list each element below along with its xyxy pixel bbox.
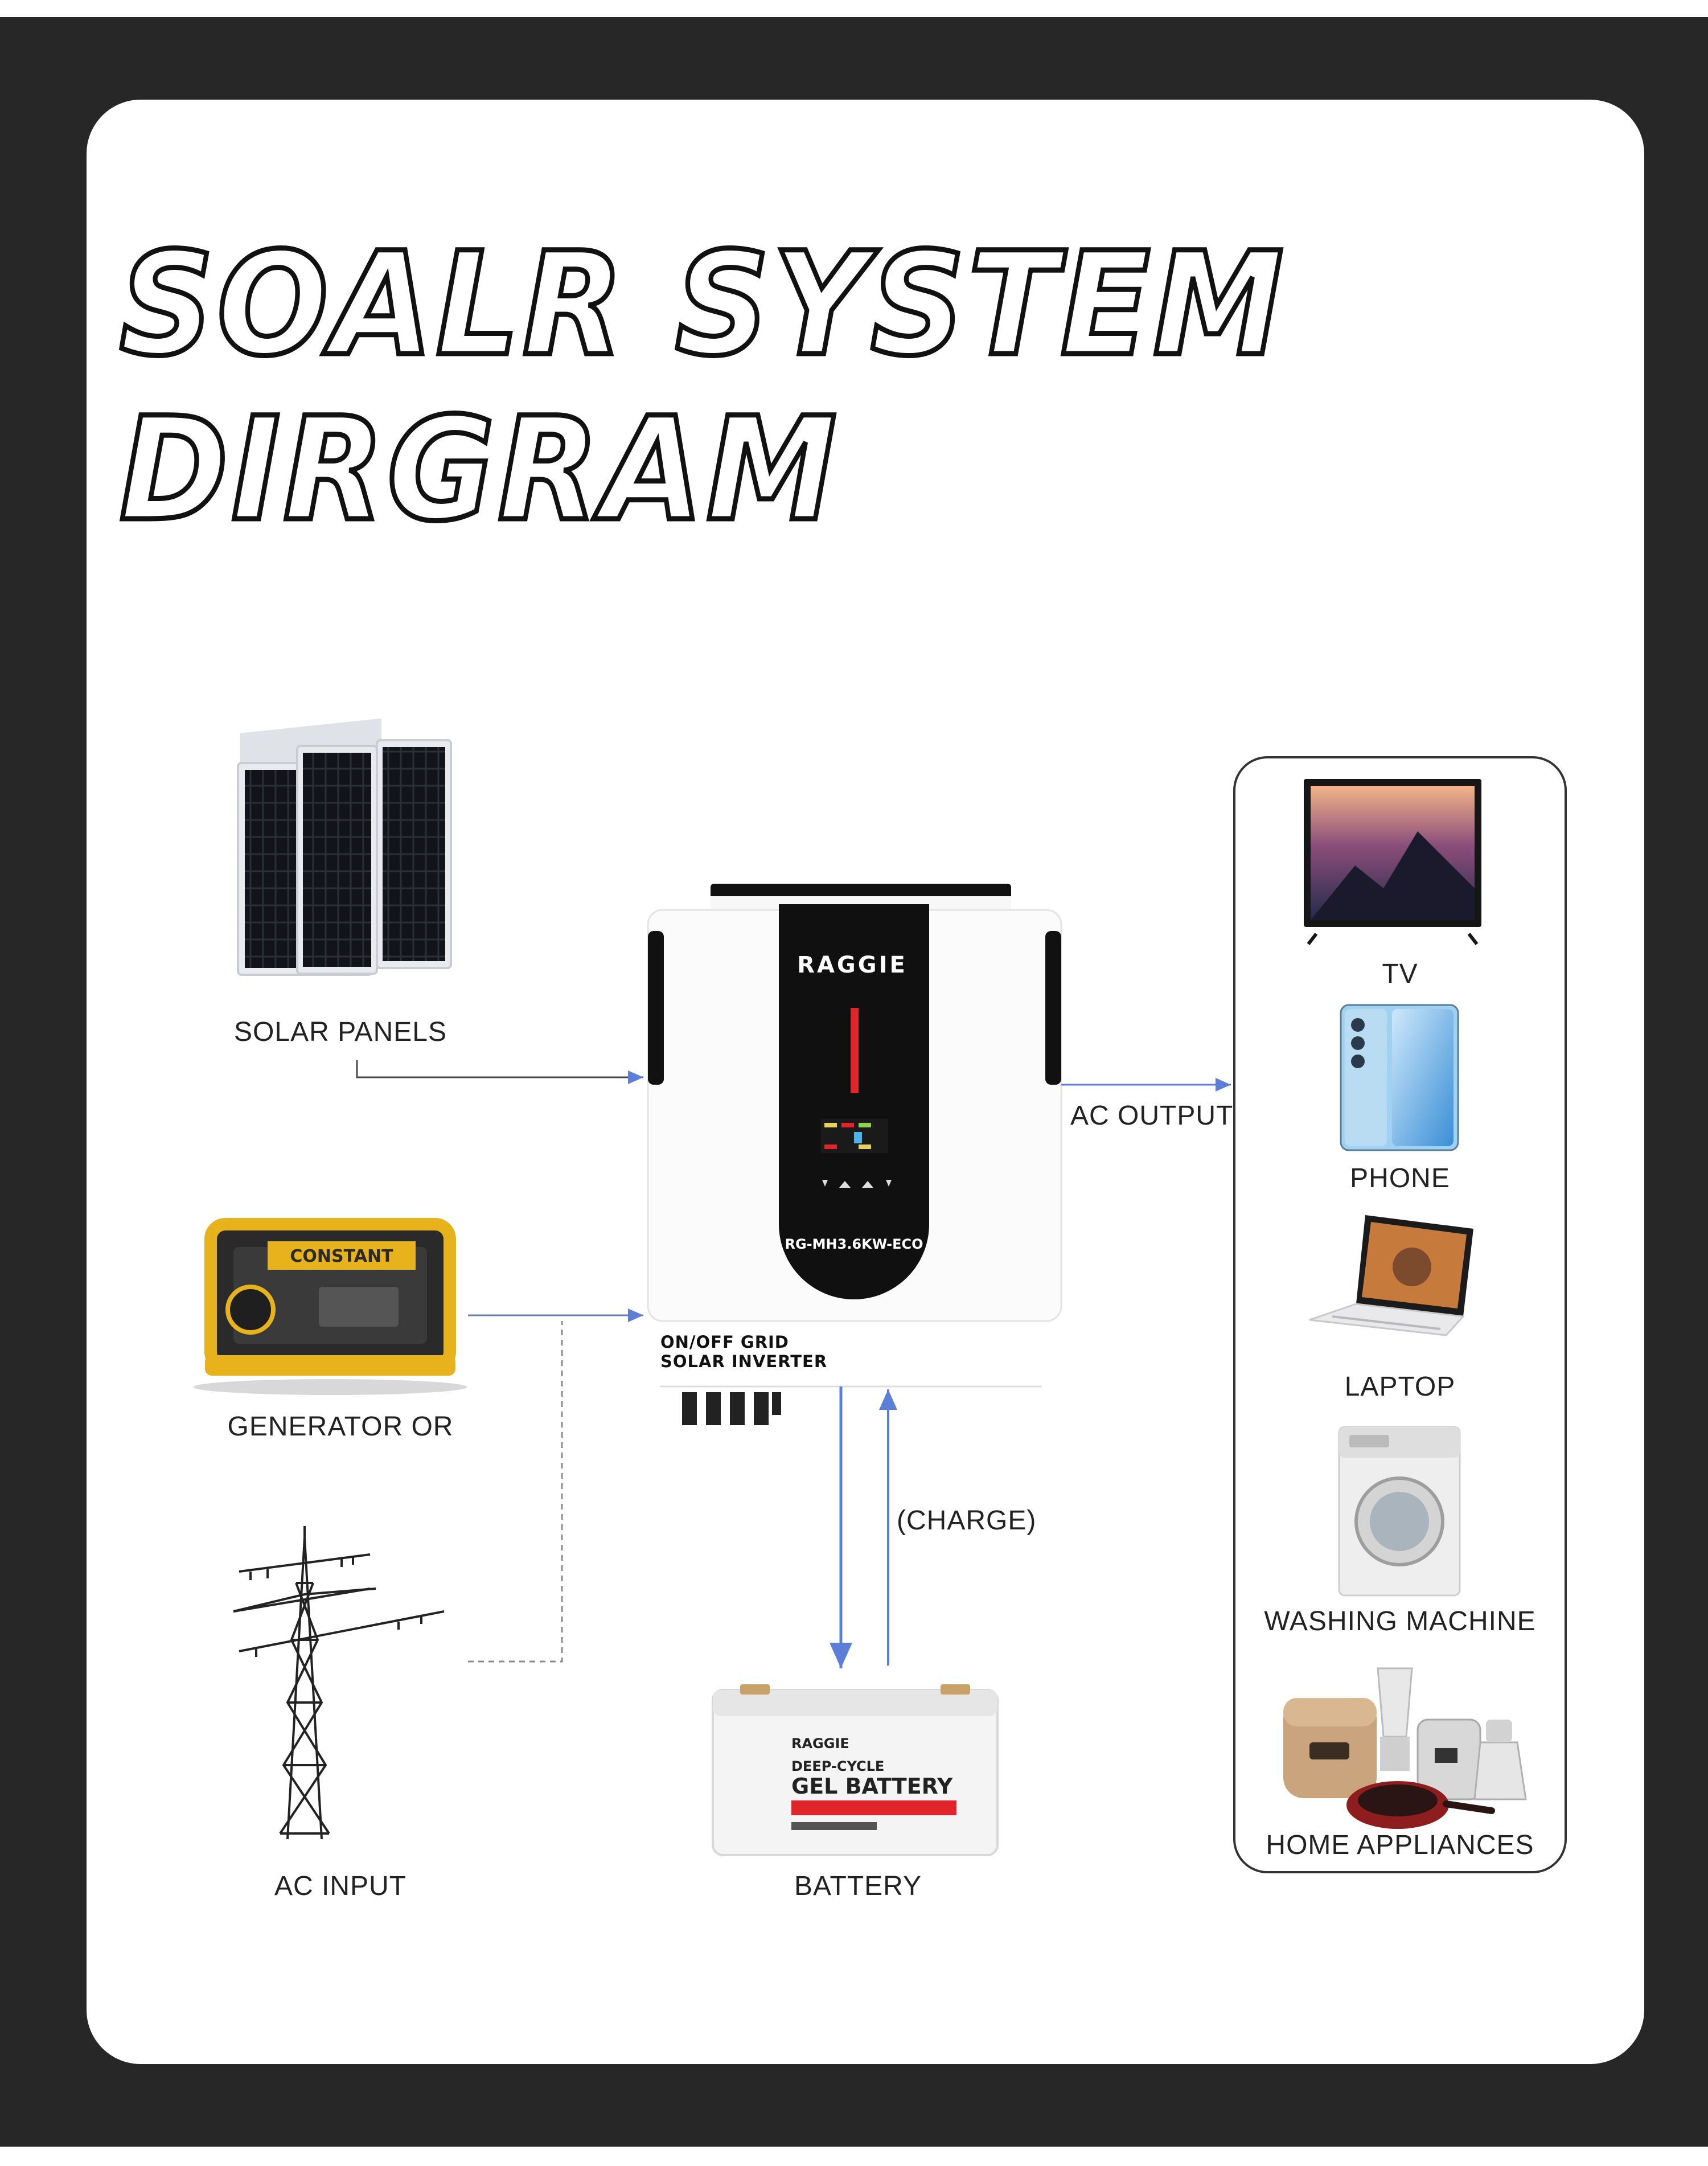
power-tower-icon bbox=[233, 1526, 445, 1840]
inverter-model: RG-MH3.6KW-ECO bbox=[785, 1236, 923, 1252]
inverter-status-bar bbox=[851, 1008, 859, 1093]
phone-label: PHONE bbox=[1350, 1163, 1450, 1193]
battery-label: BATTERY bbox=[794, 1871, 922, 1901]
ac-output-label: AC OUTPUT bbox=[1070, 1101, 1234, 1131]
solar-panels-icon bbox=[237, 718, 452, 976]
connections bbox=[356, 1060, 1231, 1668]
title-line-1: SOALR SYSTEM bbox=[117, 219, 1287, 389]
battery-line-2: GEL BATTERY bbox=[791, 1774, 953, 1799]
title-line-2: DIRGRAM bbox=[117, 384, 840, 555]
ac-input-dashed-line bbox=[468, 1321, 563, 1663]
washing-machine-icon bbox=[1338, 1426, 1461, 1597]
page-title: SOALR SYSTEM DIRGRAM bbox=[117, 219, 1287, 555]
generator-brand-text: CONSTANT bbox=[290, 1246, 393, 1266]
home-appliances-label: HOME APPLIANCES bbox=[1266, 1830, 1534, 1860]
charge-label: (CHARGE) bbox=[897, 1505, 1037, 1536]
phone-icon bbox=[1340, 1004, 1459, 1151]
inverter-caption-line-2: SOLAR INVERTER bbox=[660, 1352, 828, 1371]
top-strip bbox=[0, 0, 1708, 17]
inverter-connectors bbox=[682, 1392, 781, 1425]
inverter-brand: RAGGIE bbox=[797, 952, 908, 978]
generator-label: GENERATOR OR bbox=[227, 1412, 454, 1442]
laptop-label: LAPTOP bbox=[1344, 1372, 1456, 1402]
generator-icon: CONSTANT bbox=[194, 1218, 467, 1395]
washing-machine-label: WASHING MACHINE bbox=[1264, 1606, 1536, 1636]
tv-label: TV bbox=[1382, 959, 1418, 989]
battery-icon: RAGGIE DEEP-CYCLE GEL BATTERY bbox=[712, 1684, 999, 1856]
solar-to-inverter-arrow bbox=[356, 1060, 643, 1084]
ac-input-label: AC INPUT bbox=[274, 1871, 407, 1901]
battery-line-1: DEEP-CYCLE bbox=[791, 1758, 884, 1774]
inverter-icon: RAGGIE RG-MH3.6KW-ECO bbox=[647, 884, 1062, 1425]
laptop-icon bbox=[1309, 1215, 1473, 1336]
battery-brand: RAGGIE bbox=[791, 1736, 849, 1751]
bottom-strip bbox=[0, 2147, 1708, 2166]
output-devices-box bbox=[1233, 756, 1567, 1873]
tv-icon bbox=[1304, 779, 1481, 945]
solar-panels-label: SOLAR PANELS bbox=[234, 1017, 447, 1047]
inverter-caption-line-1: ON/OFF GRID bbox=[660, 1332, 789, 1352]
inverter-caption: ON/OFF GRID SOLAR INVERTER bbox=[660, 1332, 827, 1371]
home-appliances-icon bbox=[1283, 1667, 1527, 1829]
